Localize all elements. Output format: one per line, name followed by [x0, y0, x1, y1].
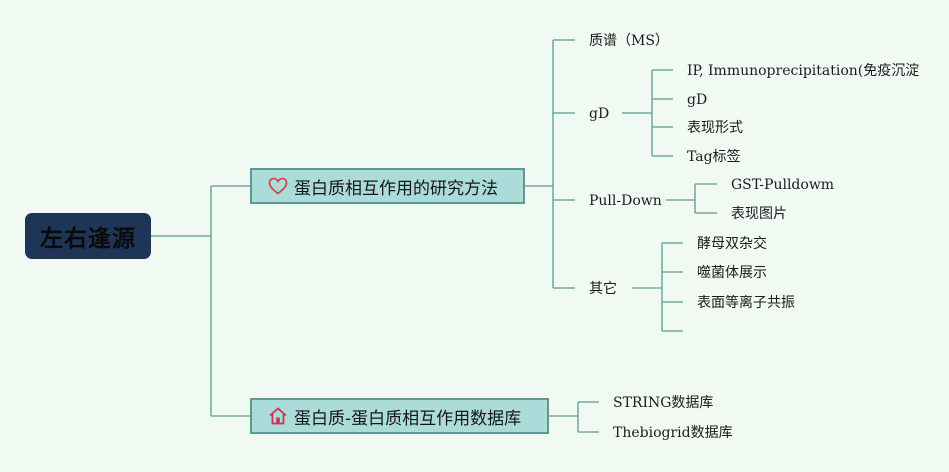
topic-gst-pulldown[interactable]: GST-Pulldowm: [731, 177, 835, 193]
topic-other[interactable]: 其它: [589, 281, 617, 297]
topic-mass-spec[interactable]: 质谱（MS）: [589, 33, 669, 49]
topic-pull-down[interactable]: Pull-Down: [589, 193, 662, 209]
topic-gd-sub[interactable]: gD: [687, 92, 708, 108]
topic-tag[interactable]: Tag标签: [687, 149, 741, 165]
branch-research-methods[interactable]: 蛋白质相互作用的研究方法: [250, 168, 525, 204]
topic-phage-display[interactable]: 噬菌体展示: [697, 265, 767, 281]
home-icon: [269, 407, 287, 425]
branch-label: 蛋白质相互作用的研究方法: [294, 178, 498, 199]
topic-spr[interactable]: 表面等离子共振: [697, 295, 795, 311]
topic-biogrid-db[interactable]: Thebiogrid数据库: [613, 425, 733, 441]
root-topic[interactable]: 左右逢源: [25, 213, 151, 259]
branch-label: 蛋白质-蛋白质相互作用数据库: [294, 408, 522, 429]
topic-string-db[interactable]: STRING数据库: [613, 395, 714, 411]
topic-expression-form[interactable]: 表现形式: [687, 120, 743, 136]
topic-expression-image[interactable]: 表现图片: [731, 206, 787, 222]
branch-databases[interactable]: 蛋白质-蛋白质相互作用数据库: [250, 398, 549, 434]
topic-yeast-two-hybrid[interactable]: 酵母双杂交: [697, 236, 767, 252]
topic-ip[interactable]: IP, Immunoprecipitation(免疫沉淀: [687, 63, 920, 79]
topic-gd[interactable]: gD: [589, 106, 610, 122]
root-topic-label: 左右逢源: [40, 226, 136, 252]
heart-icon: [268, 177, 288, 195]
